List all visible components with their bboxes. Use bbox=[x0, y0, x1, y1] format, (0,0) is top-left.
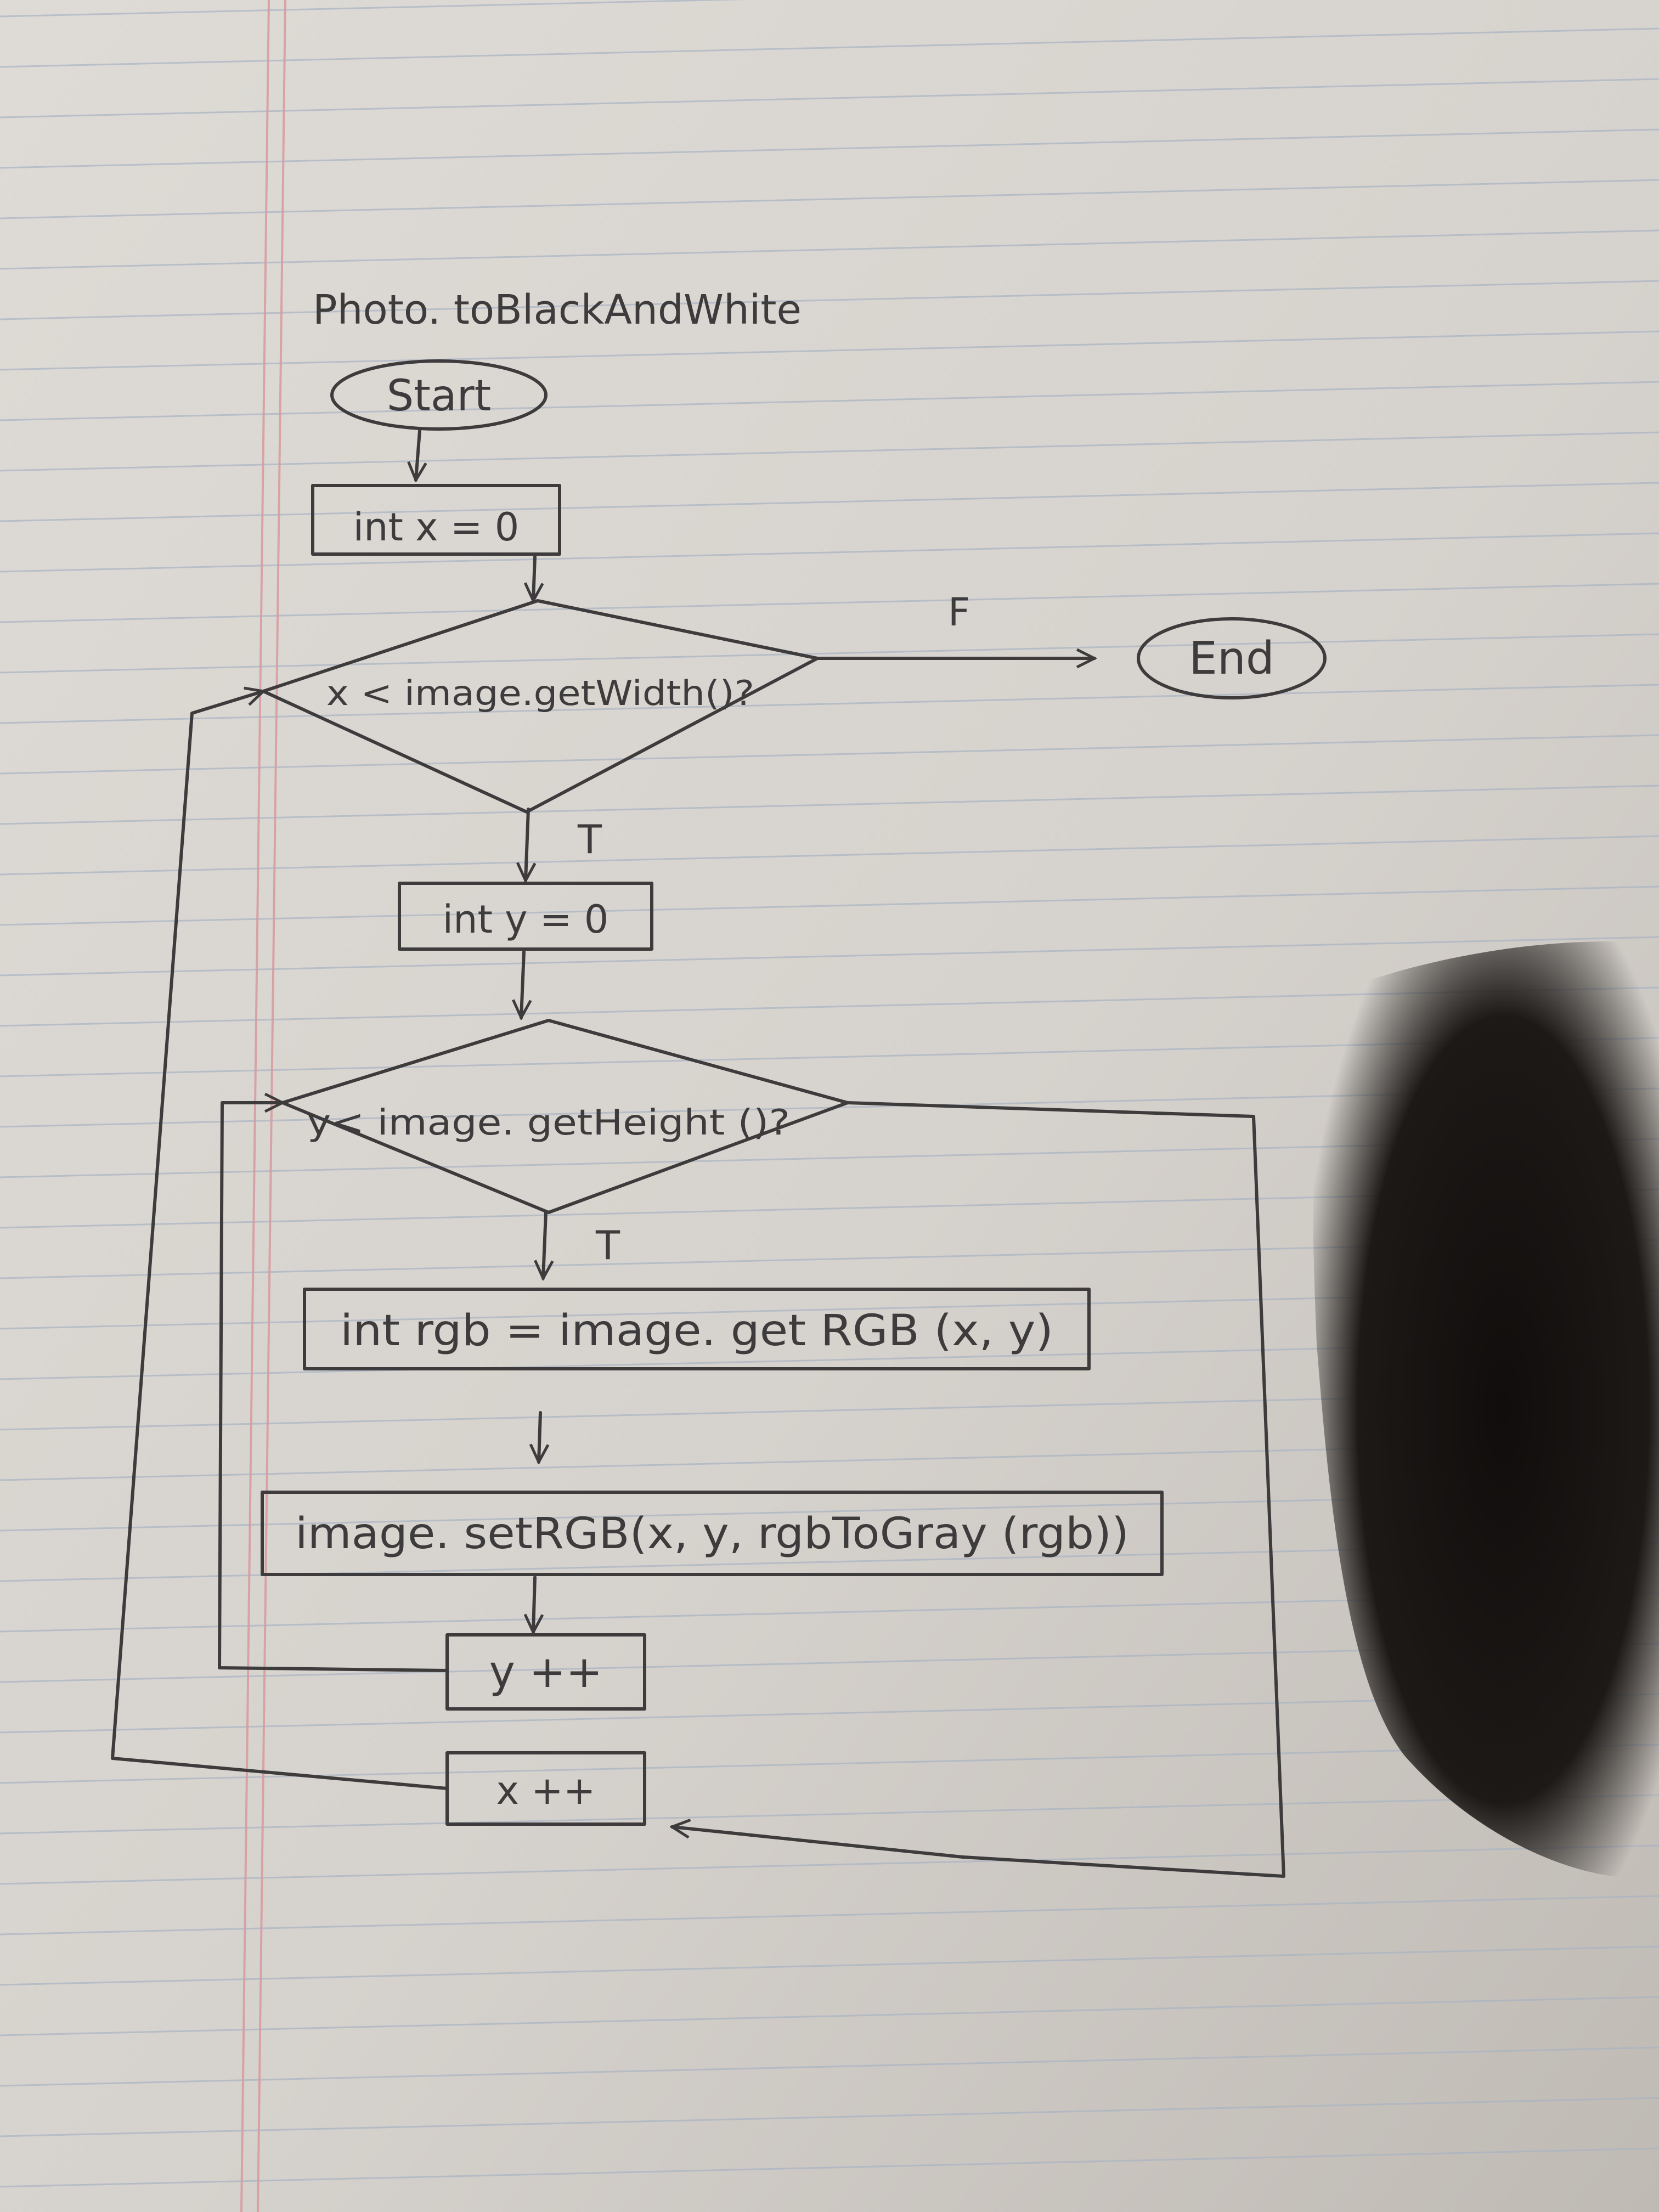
arrow-cond-y-true bbox=[543, 1211, 546, 1278]
init-y-label: int y = 0 bbox=[443, 897, 609, 942]
init-x-label: int x = 0 bbox=[353, 505, 520, 550]
cond-x-true-label: T bbox=[577, 816, 602, 862]
arrow-init-x-to-cond-x bbox=[533, 555, 535, 601]
ruled-line bbox=[0, 78, 1659, 119]
flowchart-text: Photo. toBlackAndWhite Start int x = 0 x… bbox=[295, 286, 1274, 1813]
cond-x-label: x < image.getWidth()? bbox=[326, 673, 754, 713]
ruled-line bbox=[0, 1895, 1659, 1936]
arrow-cond-x-true bbox=[526, 808, 528, 881]
ruled-line bbox=[0, 2147, 1659, 2188]
ruled-line bbox=[0, 885, 1659, 926]
hand-shadow bbox=[1313, 941, 1659, 1878]
get-rgb-box bbox=[303, 1288, 1091, 1370]
ruled-line bbox=[0, 0, 747, 18]
diagram-title: Photo. toBlackAndWhite bbox=[313, 286, 802, 334]
ruled-line bbox=[0, 381, 1659, 421]
ruled-line bbox=[0, 1844, 1659, 1885]
ruled-line bbox=[0, 2097, 1659, 2137]
ruled-line bbox=[0, 583, 1659, 623]
flowchart bbox=[111, 359, 1327, 1878]
start-terminal bbox=[330, 359, 548, 431]
ruled-line bbox=[0, 532, 1659, 573]
ruled-line bbox=[0, 431, 1659, 472]
init-x-box bbox=[311, 484, 561, 556]
end-terminal bbox=[1137, 617, 1327, 699]
arrow-set-rgb-to-inc-y bbox=[533, 1576, 535, 1632]
ruled-line bbox=[0, 1996, 1659, 2036]
inc-y-label: y ++ bbox=[489, 1646, 603, 1697]
arrow-get-rgb-to-set-rgb bbox=[539, 1411, 540, 1462]
ruled-line bbox=[0, 27, 1659, 68]
ruled-line bbox=[0, 1794, 1659, 1835]
ruled-line bbox=[0, 2046, 1659, 2087]
set-rgb-box bbox=[261, 1491, 1164, 1576]
end-label: End bbox=[1189, 633, 1274, 685]
arrow-start-to-init-x bbox=[416, 429, 420, 480]
inc-x-label: x ++ bbox=[496, 1768, 596, 1813]
ruled-line bbox=[0, 1743, 1659, 1784]
cond-y-true-label: T bbox=[595, 1222, 620, 1268]
init-y-box bbox=[398, 882, 653, 951]
ruled-line bbox=[0, 835, 1659, 876]
ruled-line bbox=[0, 128, 1659, 169]
ruled-line bbox=[0, 280, 1659, 320]
ruled-line bbox=[0, 482, 1659, 522]
ruled-line bbox=[0, 936, 1659, 977]
cond-y-label: y< image. getHeight ()? bbox=[307, 1103, 790, 1143]
ruled-line bbox=[0, 1945, 1659, 1986]
get-rgb-label: int rgb = image. get RGB (x, y) bbox=[340, 1306, 1053, 1356]
loop-inc-x-to-cond-x bbox=[111, 691, 449, 1790]
loop-inc-y-to-cond-y bbox=[218, 1103, 449, 1672]
ruled-line bbox=[0, 229, 1659, 270]
cond-y-diamond bbox=[281, 1019, 849, 1214]
ruled-line bbox=[0, 785, 1659, 825]
arrow-cond-y-false bbox=[672, 1101, 1285, 1878]
start-label: Start bbox=[387, 371, 492, 421]
cond-x-false-label: F bbox=[948, 590, 970, 635]
arrow-init-y-to-cond-y bbox=[521, 950, 524, 1018]
ruled-line bbox=[0, 330, 1659, 371]
set-rgb-label: image. setRGB(x, y, rgbToGray (rgb)) bbox=[295, 1509, 1129, 1559]
ruled-line bbox=[0, 179, 1659, 219]
